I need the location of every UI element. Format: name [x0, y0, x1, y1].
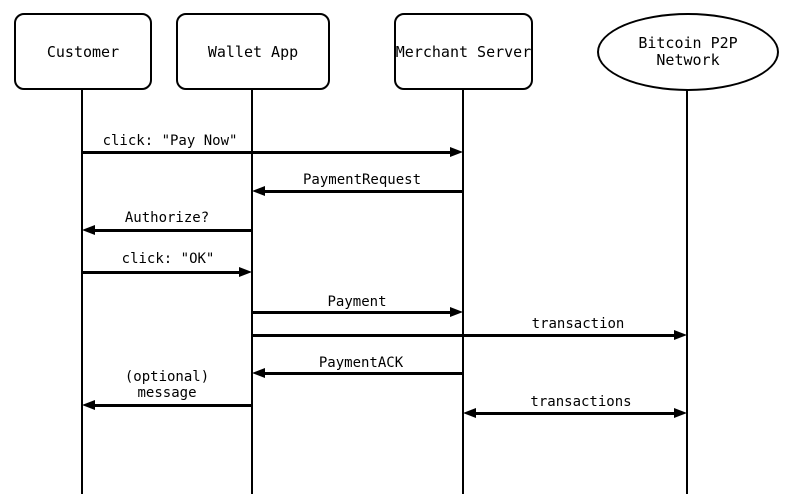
- message-optional-message-label-line2: message: [137, 385, 197, 401]
- actor-merchant-server-box: Merchant Server: [394, 13, 533, 90]
- message-transaction-label: transaction: [531, 316, 625, 332]
- actor-wallet-app-label: Wallet App: [207, 42, 299, 61]
- message-paymentrequest-line: [265, 190, 463, 193]
- lifeline-merchant-server: [462, 90, 464, 494]
- arrowhead-right-icon: [450, 307, 463, 317]
- message-click-pay-now-line: [82, 151, 450, 154]
- message-click-ok-line: [82, 271, 239, 274]
- actor-bitcoin-network-ellipse: Bitcoin P2P Network: [597, 13, 779, 91]
- message-authorize-label: Authorize?: [124, 210, 210, 226]
- message-transactions-line: [476, 412, 674, 415]
- actor-merchant-server-label: Merchant Server: [395, 42, 532, 61]
- arrowhead-right-icon: [674, 408, 687, 418]
- lifeline-bitcoin-network: [686, 90, 688, 494]
- message-paymentack-label: PaymentACK: [318, 355, 404, 371]
- actor-bitcoin-network-label-line1: Bitcoin P2P: [638, 34, 738, 52]
- message-transactions-label: transactions: [530, 394, 632, 410]
- arrowhead-left-icon: [252, 186, 265, 196]
- arrowhead-left-icon: [252, 368, 265, 378]
- message-payment-line: [252, 311, 450, 314]
- message-payment-label: Payment: [327, 294, 387, 310]
- message-paymentack-line: [265, 372, 463, 375]
- arrowhead-right-icon: [450, 147, 463, 157]
- message-optional-message-label-line1: (optional): [124, 369, 210, 385]
- message-authorize-line: [95, 229, 252, 232]
- message-click-pay-now-label: click: "Pay Now": [102, 133, 238, 149]
- arrowhead-left-icon: [82, 225, 95, 235]
- arrowhead-right-icon: [239, 267, 252, 277]
- message-click-ok-label: click: "OK": [121, 251, 215, 267]
- arrowhead-right-icon: [674, 330, 687, 340]
- actor-customer-label: Customer: [46, 42, 120, 61]
- actor-customer-box: Customer: [14, 13, 152, 90]
- arrowhead-left-icon: [82, 400, 95, 410]
- message-paymentrequest-label: PaymentRequest: [302, 172, 422, 188]
- message-optional-message-line: [95, 404, 252, 407]
- lifeline-wallet-app: [251, 90, 253, 494]
- actor-wallet-app-box: Wallet App: [176, 13, 330, 90]
- arrowhead-left-icon: [463, 408, 476, 418]
- message-optional-message-label: (optional) message: [125, 369, 209, 401]
- actor-bitcoin-network-label-line2: Network: [656, 51, 720, 69]
- message-transaction-line: [252, 334, 674, 337]
- lifeline-customer: [81, 90, 83, 494]
